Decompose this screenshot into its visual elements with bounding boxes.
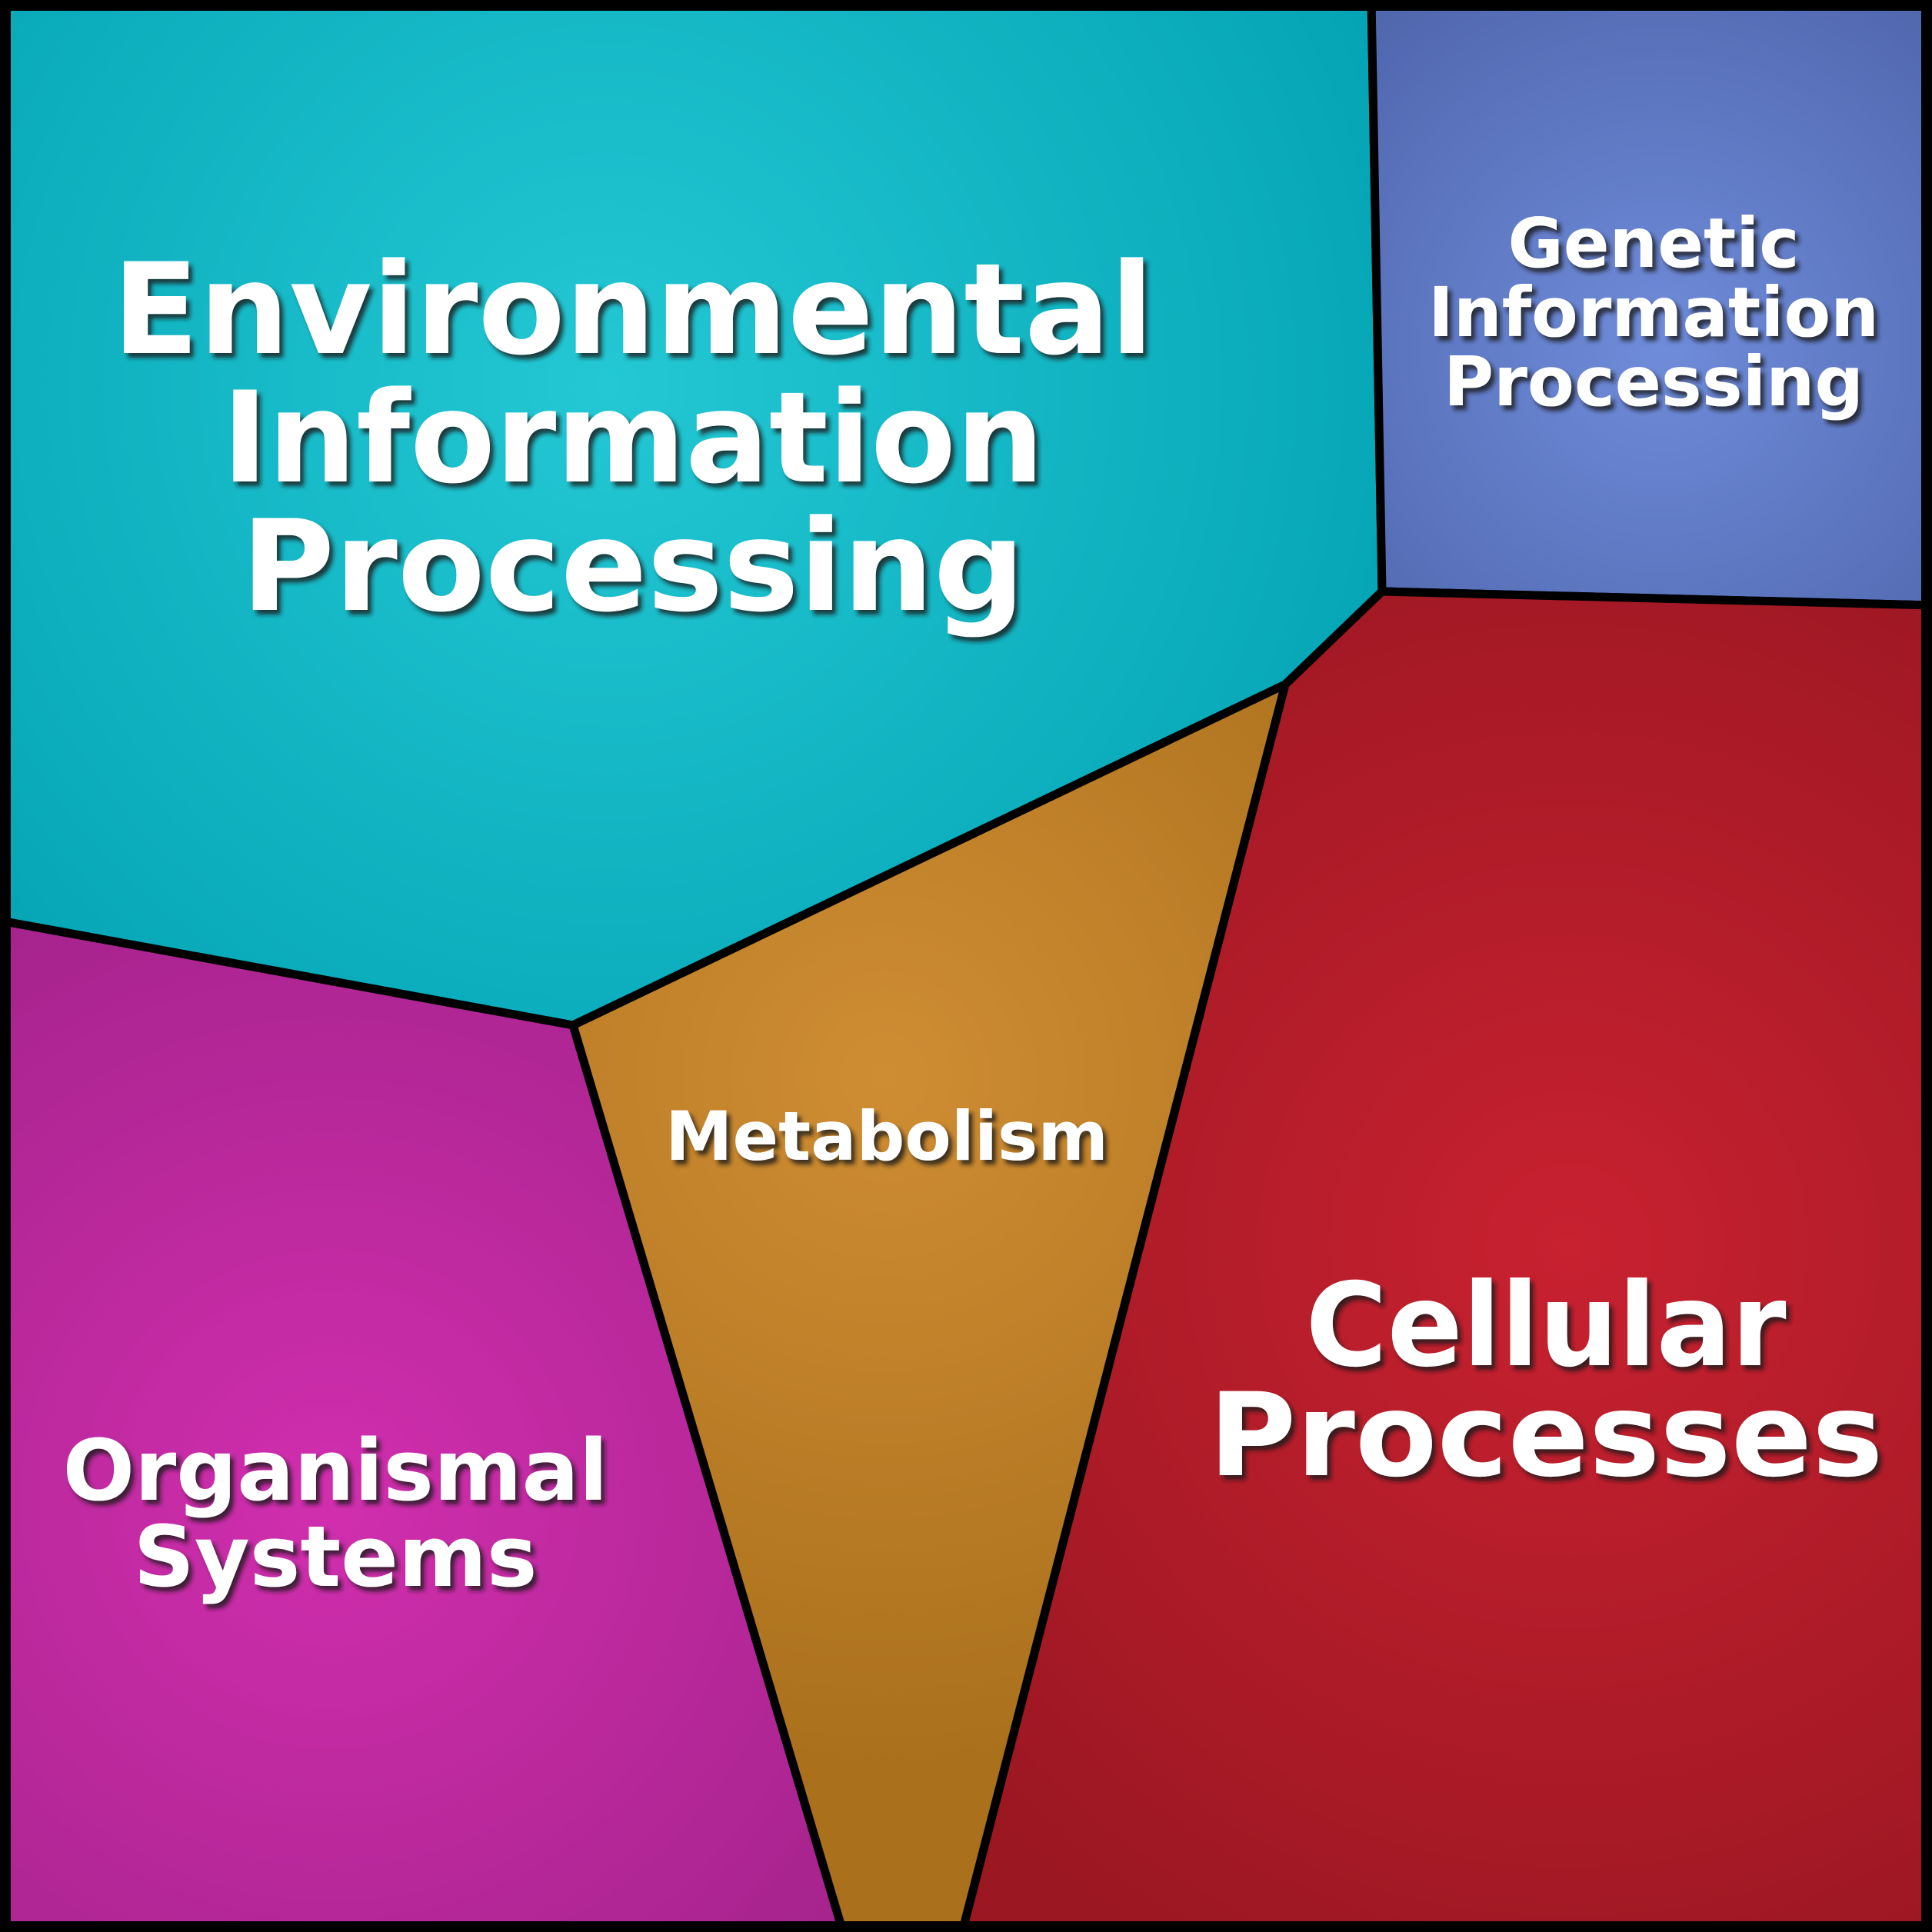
label-line: Cellular bbox=[1306, 1259, 1787, 1393]
label-line: Systems bbox=[134, 1507, 538, 1606]
label-line: Organismal bbox=[63, 1421, 608, 1520]
label-line: Information bbox=[1428, 272, 1879, 352]
region-organismal-systems bbox=[0, 916, 848, 1932]
label-line: Processing bbox=[242, 493, 1025, 640]
region-cellular-processes bbox=[958, 587, 1932, 1932]
label-line: Processing bbox=[1444, 341, 1864, 421]
region-genetic-information-processing bbox=[1367, 0, 1932, 610]
label-line: Information bbox=[222, 365, 1044, 511]
label-line: Processes bbox=[1209, 1369, 1884, 1503]
label-line: Genetic bbox=[1508, 203, 1800, 283]
labels-layer: EnvironmentalInformationProcessingGeneti… bbox=[63, 203, 1884, 1606]
label-line: Metabolism bbox=[665, 1097, 1108, 1176]
label-metabolism: Metabolism bbox=[665, 1097, 1108, 1176]
label-line: Environmental bbox=[112, 236, 1154, 383]
